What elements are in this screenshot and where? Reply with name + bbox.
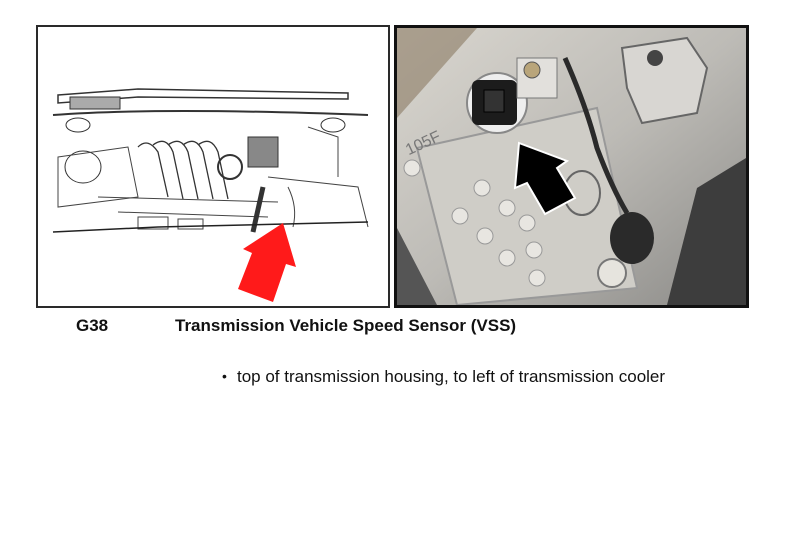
engine-bay-diagram: [36, 25, 390, 308]
red-arrow-icon: [238, 223, 296, 302]
transmission-housing-photo: 105F: [397, 28, 746, 305]
black-arrow-icon: [513, 141, 577, 216]
location-bullet: • top of transmission housing, to left o…: [222, 366, 692, 387]
engine-line-drawing: [52, 88, 369, 302]
component-title: Transmission Vehicle Speed Sensor (VSS): [175, 316, 517, 335]
transmission-photo: 105F: [394, 25, 749, 308]
location-description: top of transmission housing, to left of …: [237, 367, 666, 386]
component-code: G38: [76, 316, 109, 335]
bullet-icon: •: [222, 368, 227, 384]
